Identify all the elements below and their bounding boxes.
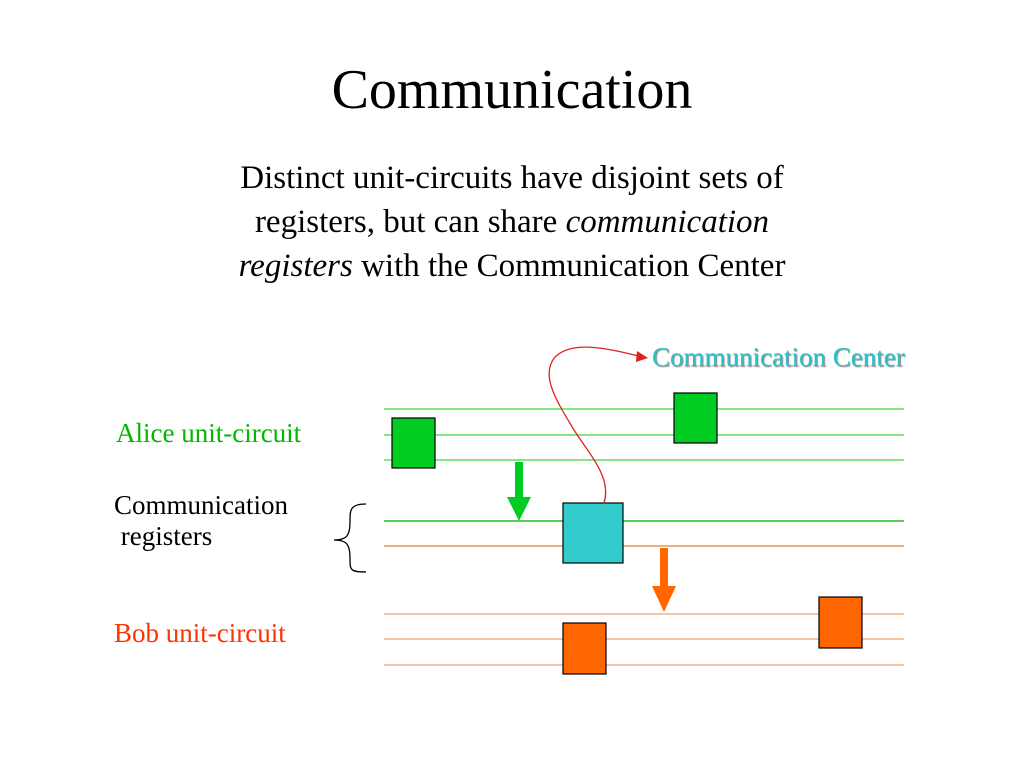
comm-registers-line2: registers [114, 521, 213, 551]
communication-registers-label: Communication registers [114, 490, 288, 552]
alice-gate-1 [391, 417, 436, 469]
bob-gate-1 [562, 622, 607, 675]
communication-center-link [548, 346, 639, 504]
bob-label: Bob unit-circuit [114, 618, 286, 648]
green-down-arrow [507, 462, 531, 521]
communication-center-link-arrowhead [636, 351, 648, 362]
orange-down-arrow [652, 548, 676, 612]
alice-gate-2 [673, 392, 718, 444]
subtitle-line2-italic: communication [565, 204, 770, 240]
subtitle-line3-plain: with the Communication Center [352, 248, 786, 284]
subtitle-line1: Distinct unit-circuits have disjoint set… [240, 160, 784, 196]
alice-label: Alice unit-circuit [116, 418, 302, 448]
communication-center-label: Communication Center [652, 342, 905, 372]
register-brace [333, 503, 367, 573]
slide-title: Communication [331, 59, 693, 121]
slide-subtitle: Distinct unit-circuits have disjoint set… [162, 156, 862, 288]
bob-gate-2 [818, 596, 863, 649]
communication-gate [562, 502, 624, 564]
subtitle-line3-italic: registers [238, 248, 353, 284]
subtitle-line2-plain: registers, but can share [254, 204, 566, 240]
comm-registers-line1: Communication [114, 490, 288, 520]
